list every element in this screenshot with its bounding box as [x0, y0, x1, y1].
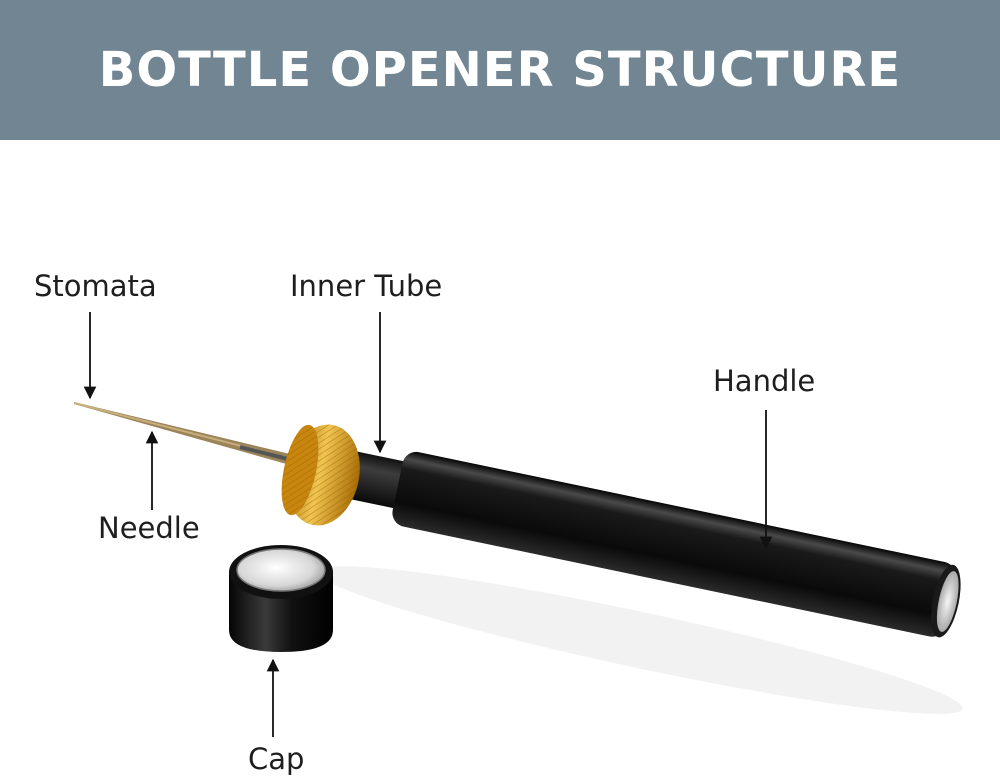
- knurled-collar: [281, 424, 360, 526]
- title-banner: BOTTLE OPENER STRUCTURE: [0, 0, 1000, 140]
- page-title: BOTTLE OPENER STRUCTURE: [98, 42, 902, 98]
- stomata-label: Stomata: [34, 269, 157, 303]
- needle-shape: [73, 402, 297, 465]
- tool-shadow: [317, 566, 963, 714]
- cap-shape: [229, 545, 333, 652]
- handle-end-cap: [936, 571, 959, 632]
- inner-tube-label: Inner Tube: [290, 269, 443, 303]
- handle-label: Handle: [713, 364, 816, 398]
- cap-label: Cap: [248, 742, 305, 776]
- needle-label: Needle: [98, 511, 200, 545]
